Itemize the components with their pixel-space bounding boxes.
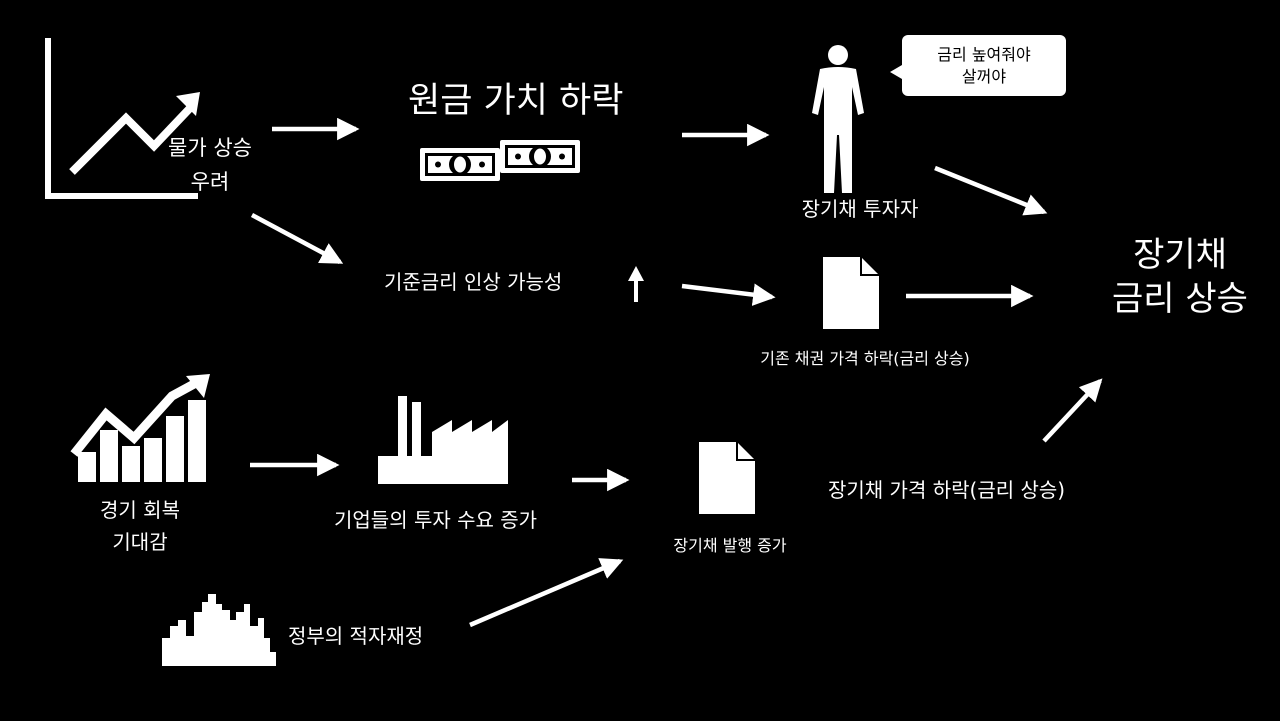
speech-bubble-icon: 금리 높여줘야 살꺼야 [890,35,1066,96]
economic-recovery-label: 경기 회복 기대감 [100,498,180,554]
long-bond-investor-label: 장기채 투자자 [801,197,919,221]
banknotes-icon [420,140,580,181]
up-arrow-icon [628,266,644,302]
investor-speech-line2: 살꺼야 [961,66,1007,86]
arrow-investor-to-result [934,165,1048,216]
line-chart-icon [45,38,200,199]
arrow-deficit-to-issuance [469,558,624,628]
arrow-pricedrop-to-result [1042,378,1103,443]
arrow-inflation-to-baserate [250,213,344,264]
government-deficit-label: 정부의 적자재정 [288,624,424,648]
person-icon [812,45,864,193]
base-rate-hike-label: 기준금리 인상 가능성 [384,270,563,294]
long-bond-price-drop-label: 장기채 가격 하락(금리 상승) [828,478,1066,502]
bar-growth-chart-icon [70,374,210,482]
document-icon [823,257,879,329]
result-long-bond-rate-rise: 장기채 금리 상승 [1112,235,1248,320]
principal-value-drop-label: 원금 가치 하락 [408,81,624,121]
factory-icon [378,396,508,484]
document-icon [699,442,755,514]
city-skyline-icon [162,594,276,666]
corporate-investment-demand-label: 기업들의 투자 수요 증가 [334,508,538,532]
existing-bond-price-drop-label: 기존 채권 가격 하락(금리 상승) [760,349,970,368]
investor-speech-line1: 금리 높여줘야 [937,44,1031,64]
long-bond-issuance-label: 장기채 발행 증가 [673,536,787,555]
arrow-baserate-to-document [681,283,776,306]
inflation-concern-label: 물가 상승 우려 [168,136,252,194]
